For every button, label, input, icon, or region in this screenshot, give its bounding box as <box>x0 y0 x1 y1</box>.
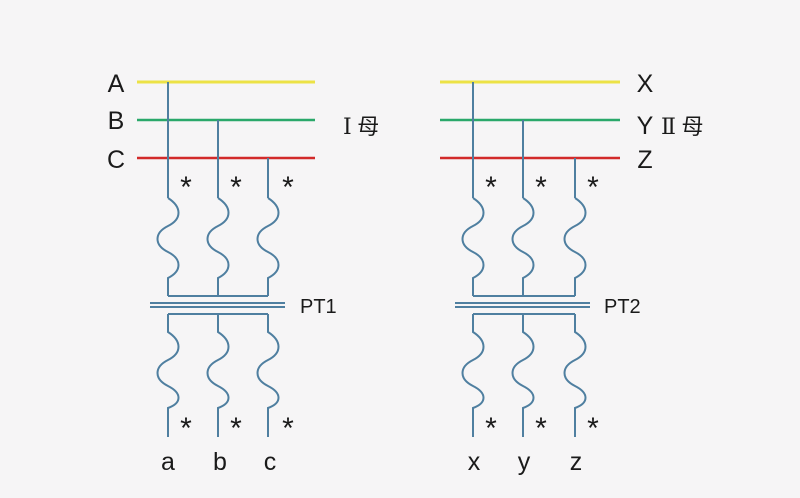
secondary-coil-z <box>563 314 587 437</box>
secondary-coil-a <box>156 314 180 437</box>
pt2-terminals: x y z <box>468 448 583 476</box>
primary-coil-z <box>563 197 587 296</box>
pt1-secondary-windings <box>156 313 280 437</box>
polarity-mark-secondary-z: * <box>587 412 599 445</box>
bus-label-c: C <box>107 146 125 174</box>
pt1-terminals: a b c <box>161 448 276 476</box>
right-bus-group: X Y Z Ⅱ 母 <box>440 70 703 174</box>
pt1-polarity-marks: * * * * * * <box>180 171 294 445</box>
pt2-primary-windings <box>461 82 587 297</box>
left-bus-group: A B C Ⅰ 母 <box>107 70 379 174</box>
pt1-core: PT1 <box>150 296 337 318</box>
bus-name: Ⅰ 母 <box>343 114 379 139</box>
bus-label-z: Z <box>637 146 652 174</box>
polarity-mark-primary-x: * <box>485 171 497 204</box>
terminal-label-a: a <box>161 448 175 476</box>
polarity-mark-secondary-c: * <box>282 412 294 445</box>
bus-label-a: A <box>108 70 125 98</box>
bus-label-x: X <box>637 70 654 98</box>
terminal-label-x: x <box>468 448 481 476</box>
polarity-mark-primary-b: * <box>230 171 242 204</box>
terminal-label-z: z <box>570 448 583 476</box>
secondary-coil-x <box>461 314 485 437</box>
polarity-mark-primary-c: * <box>282 171 294 204</box>
primary-coil-c <box>256 197 280 296</box>
polarity-mark-secondary-x: * <box>485 412 497 445</box>
primary-coil-b <box>206 197 230 296</box>
secondary-coil-y <box>511 314 535 437</box>
polarity-mark-secondary-a: * <box>180 412 192 445</box>
bus-name: Ⅱ 母 <box>661 114 703 139</box>
pt2-secondary-windings <box>461 313 587 437</box>
pt1-primary-windings <box>156 82 280 297</box>
bus-label-y: Y <box>637 112 654 140</box>
primary-coil-x <box>461 197 485 296</box>
secondary-coil-c <box>256 314 280 437</box>
terminal-label-y: y <box>518 448 531 476</box>
polarity-mark-secondary-y: * <box>535 412 547 445</box>
transformer-label: PT2 <box>604 296 641 318</box>
pt2-polarity-marks: * * * * * * <box>485 171 599 445</box>
polarity-mark-primary-a: * <box>180 171 192 204</box>
terminal-label-c: c <box>264 448 277 476</box>
secondary-coil-b <box>206 314 230 437</box>
pt2-core: PT2 <box>455 296 641 318</box>
polarity-mark-secondary-b: * <box>230 412 242 445</box>
transformer-label: PT1 <box>300 296 337 318</box>
polarity-mark-primary-z: * <box>587 171 599 204</box>
polarity-mark-primary-y: * <box>535 171 547 204</box>
primary-coil-y <box>511 197 535 296</box>
terminal-label-b: b <box>213 448 227 476</box>
primary-coil-a <box>156 197 180 296</box>
bus-label-b: B <box>108 107 125 135</box>
